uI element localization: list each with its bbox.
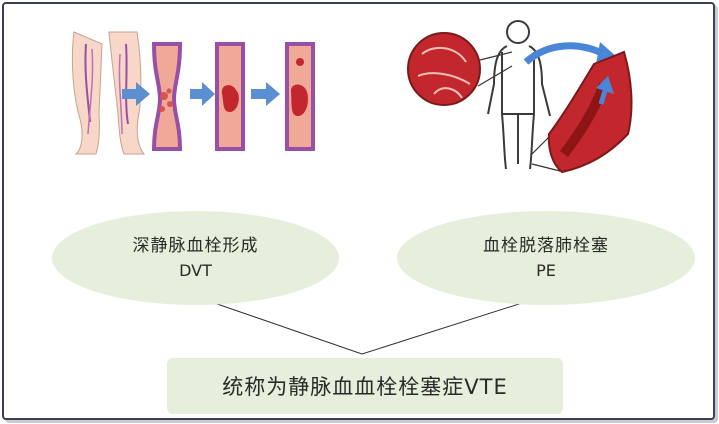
process-arrow-icon [251,82,280,106]
summary-text: 统称为静脉血血栓栓塞症VTE [222,375,508,399]
connector-line-left [193,295,363,355]
embolus-vessel-icon [531,50,633,174]
dvt-ellipse: 深静脉血栓形成 DVT [52,211,339,305]
pe-title: 血栓脱落肺栓塞 [483,236,609,256]
dvt-title: 深静脉血栓形成 [132,236,259,256]
process-arrow-icon [190,82,215,106]
connector-line-right [361,295,545,355]
vein-stage-3-icon [285,42,315,151]
summary-box: 统称为静脉血血栓栓塞症VTE [167,358,563,414]
process-arrow-icon [122,82,150,106]
pe-ellipse: 血栓脱落肺栓塞 PE [397,211,695,305]
dvt-abbr: DVT [179,261,212,280]
heart-lung-icon [407,32,513,106]
diagram-frame: 深静脉血栓形成 DVT 血栓脱落肺栓塞 PE 统称为静脉血血栓栓塞症VTE [2,2,715,420]
illustration-layer [71,20,633,355]
pe-abbr: PE [536,261,556,280]
vein-stage-2-icon [215,42,245,151]
vein-stage-1-icon [151,42,183,151]
body-outline-icon [487,20,551,170]
